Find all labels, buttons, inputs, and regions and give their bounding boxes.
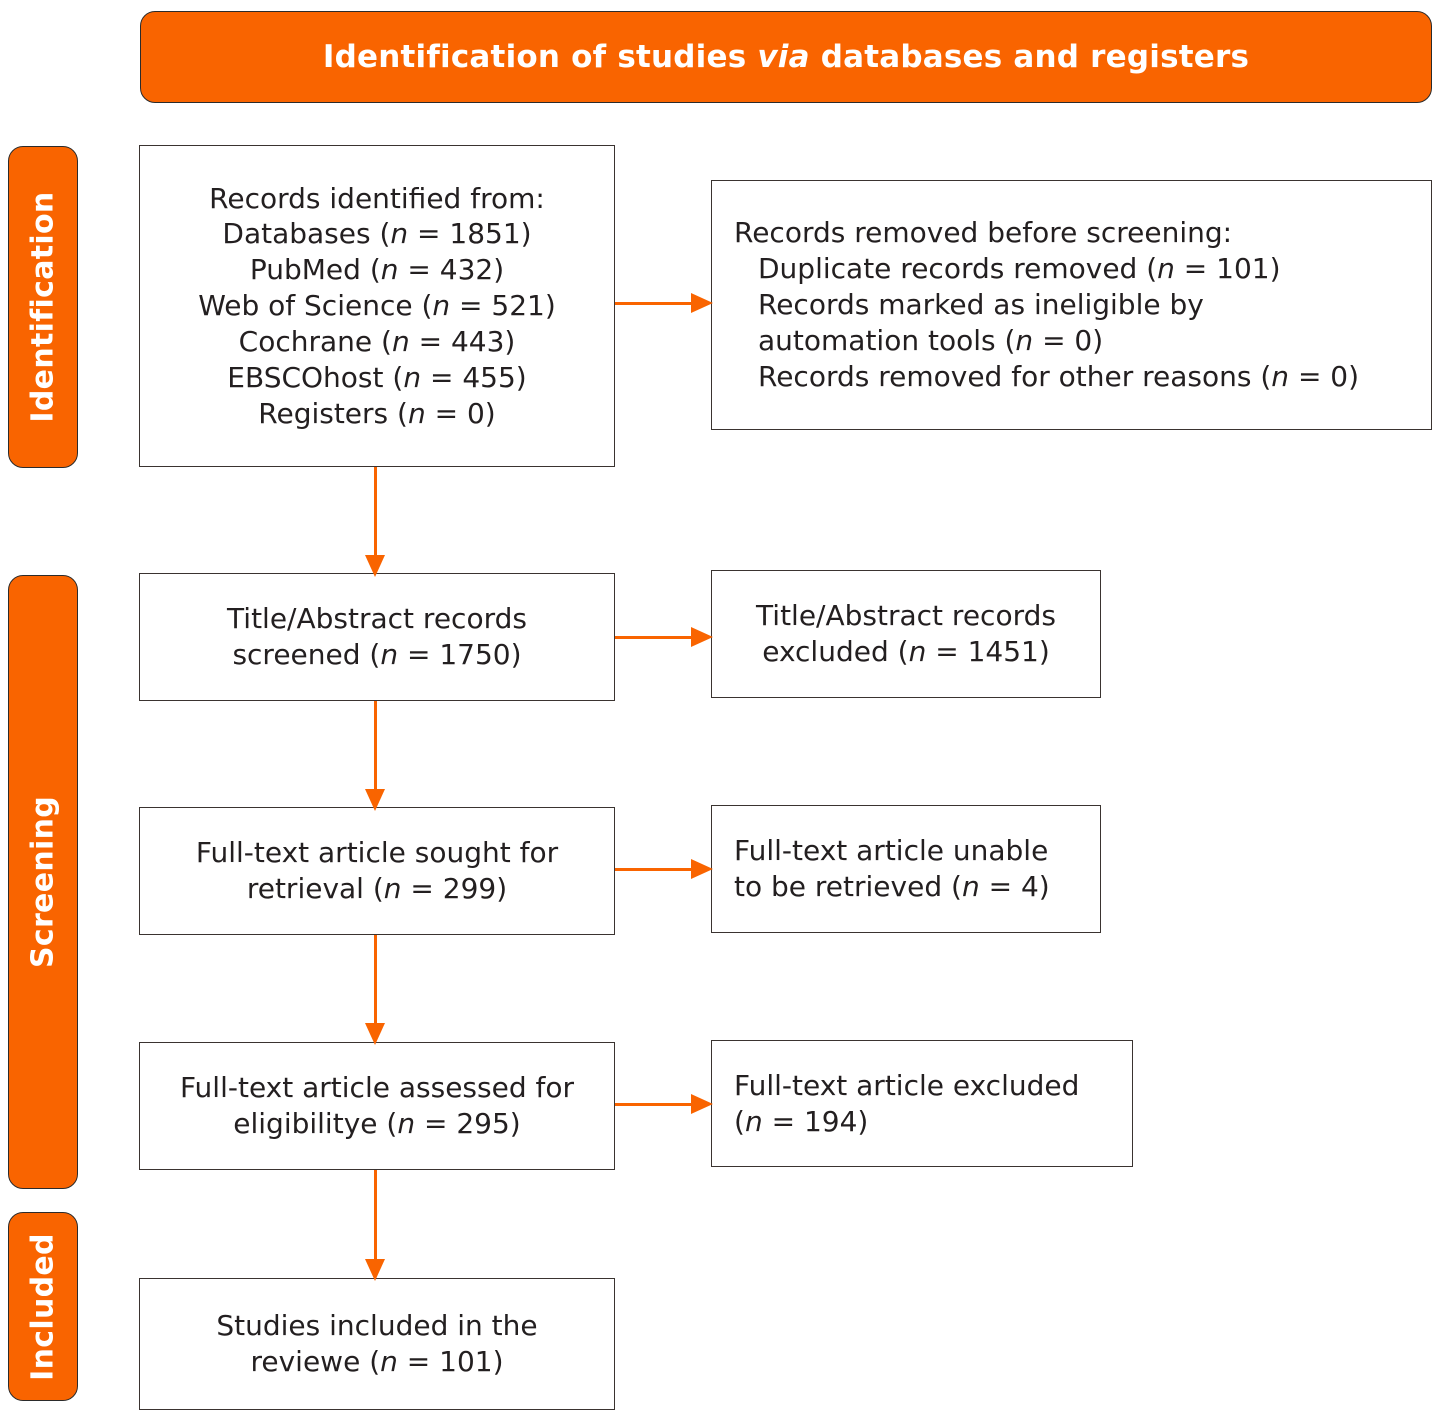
records-removed-heading: Records removed before screening: [734, 216, 1233, 250]
records-identified-line: Cochrane (n = 443) [238, 324, 516, 358]
page-title: Identification of studies via databases … [322, 39, 1250, 75]
records-identified-line: Databases (n = 1851) [222, 217, 532, 251]
arrow-head-right-icon [691, 859, 713, 879]
arrow-down-sought-to-assessed [360, 935, 390, 1045]
arrow-shaft [615, 867, 695, 871]
fulltext-sought-line1: Full-text article sought for [195, 836, 559, 870]
records-excluded-line1: Title/Abstract records [756, 599, 1056, 633]
box-records-excluded: Title/Abstract records excluded (n = 145… [711, 570, 1101, 698]
studies-included-line2: reviewe (n = 101) [250, 1345, 504, 1378]
stage-bar-screening: Screening [8, 575, 78, 1189]
arrow-right-assessed-to-excluded [615, 1091, 713, 1117]
records-identified-heading: Records identified from: [209, 181, 545, 215]
records-removed-line: automation tools (n = 0) [758, 323, 1104, 357]
box-studies-included: Studies included in the reviewe (n = 101… [139, 1278, 615, 1410]
arrow-down-assessed-to-included [360, 1170, 390, 1281]
arrow-down-screened-to-sought [360, 701, 390, 811]
arrow-head-right-icon [691, 627, 713, 647]
arrow-head-down-icon [365, 555, 385, 577]
stage-label-screening: Screening [25, 795, 61, 969]
box-fulltext-sought: Full-text article sought for retrieval (… [139, 807, 615, 935]
fulltext-sought-line2: retrieval (n = 299) [246, 872, 508, 905]
stage-bar-identification: Identification [8, 146, 78, 468]
fulltext-excluded-line1: Full-text article excluded [734, 1068, 1080, 1102]
arrow-shaft [373, 467, 377, 555]
records-identified-line: EBSCOhost (n = 455) [227, 360, 527, 394]
stage-label-identification: Identification [25, 191, 61, 423]
records-removed-line: Duplicate records removed (n = 101) [758, 252, 1281, 286]
records-identified-line: Registers (n = 0) [258, 396, 496, 430]
records-excluded-line2: excluded (n = 1451) [762, 635, 1050, 668]
records-identified-line: Web of Science (n = 521) [198, 289, 556, 323]
records-screened-line1: Title/Abstract records [227, 602, 527, 636]
box-fulltext-excluded: Full-text article excluded (n = 194) [711, 1040, 1133, 1167]
arrow-right-sought-to-unable [615, 856, 713, 882]
arrow-shaft [615, 1102, 695, 1106]
records-removed-line: Records removed for other reasons (n = 0… [758, 359, 1360, 393]
arrow-head-down-icon [365, 1023, 385, 1045]
arrow-shaft [615, 635, 695, 639]
records-identified-line: PubMed (n = 432) [249, 253, 505, 287]
fulltext-excluded-line2: (n = 194) [734, 1104, 869, 1138]
arrow-head-down-icon [365, 1259, 385, 1281]
fulltext-unable-line1: Full-text article unable [734, 834, 1049, 868]
arrow-head-right-icon [691, 1094, 713, 1114]
box-fulltext-unable-retrieved: Full-text article unable to be retrieved… [711, 805, 1101, 933]
box-fulltext-assessed: Full-text article assessed for eligibili… [139, 1042, 615, 1170]
arrow-right-identified-to-removed [615, 290, 713, 316]
arrow-shaft [373, 701, 377, 789]
box-records-identified: Records identified from: Databases (n = … [139, 145, 615, 467]
fulltext-assessed-line2: eligibilitye (n = 295) [233, 1107, 521, 1140]
arrow-head-down-icon [365, 789, 385, 811]
arrow-shaft [615, 301, 695, 305]
stage-bar-included: Included [8, 1212, 78, 1401]
box-records-screened: Title/Abstract records screened (n = 175… [139, 573, 615, 701]
diagram-title-banner: Identification of studies via databases … [140, 11, 1432, 103]
fulltext-unable-line2: to be retrieved (n = 4) [734, 870, 1050, 903]
arrow-down-identified-to-screened [360, 467, 390, 577]
records-removed-line: Records marked as ineligible by [758, 288, 1204, 322]
arrow-right-screened-to-excluded [615, 624, 713, 650]
arrow-shaft [373, 1170, 377, 1259]
title-via-italic: via [757, 39, 810, 75]
records-screened-line2: screened (n = 1750) [232, 638, 522, 671]
arrow-shaft [373, 935, 377, 1023]
arrow-head-right-icon [691, 293, 713, 313]
studies-included-line1: Studies included in the [216, 1309, 538, 1343]
stage-label-included: Included [25, 1232, 61, 1381]
box-records-removed: Records removed before screening: Duplic… [711, 180, 1432, 430]
fulltext-assessed-line1: Full-text article assessed for [179, 1071, 574, 1105]
